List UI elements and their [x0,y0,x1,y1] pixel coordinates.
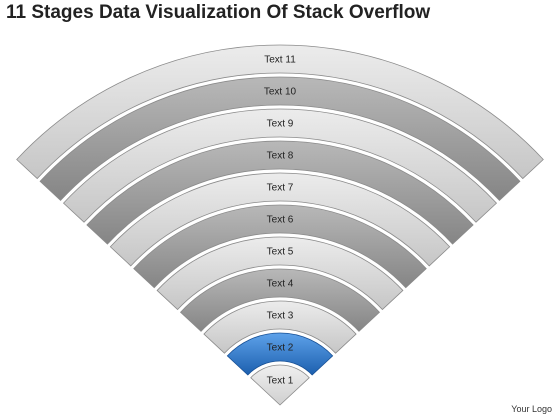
stage-band-9 [62,108,498,223]
stage-band-8 [86,140,474,245]
stage-label-3: Text 3 [267,311,294,322]
stage-band-4 [179,268,381,332]
stage-label-7: Text 7 [267,183,294,194]
stage-band-6 [133,204,427,289]
stage-band-11 [16,44,544,180]
logo-placeholder: Your Logo [511,404,552,414]
stage-band-3 [203,300,357,354]
stage-label-6: Text 6 [267,215,294,226]
stage-band-10 [39,76,521,201]
stage-band-1 [250,364,310,406]
stage-label-11: Text 11 [264,55,296,66]
page-title: 11 Stages Data Visualization Of Stack Ov… [6,2,431,23]
stage-band-5 [156,236,404,311]
stage-label-1: Text 1 [267,376,294,387]
stage-label-4: Text 4 [267,279,294,290]
stage-label-10: Text 10 [264,87,297,98]
stage-label-9: Text 9 [267,119,294,130]
stage-band-7 [109,172,451,267]
stage-label-5: Text 5 [267,247,294,258]
stage-label-8: Text 8 [267,151,294,162]
stage-label-2: Text 2 [267,343,294,354]
stage-band-2 [226,332,334,376]
